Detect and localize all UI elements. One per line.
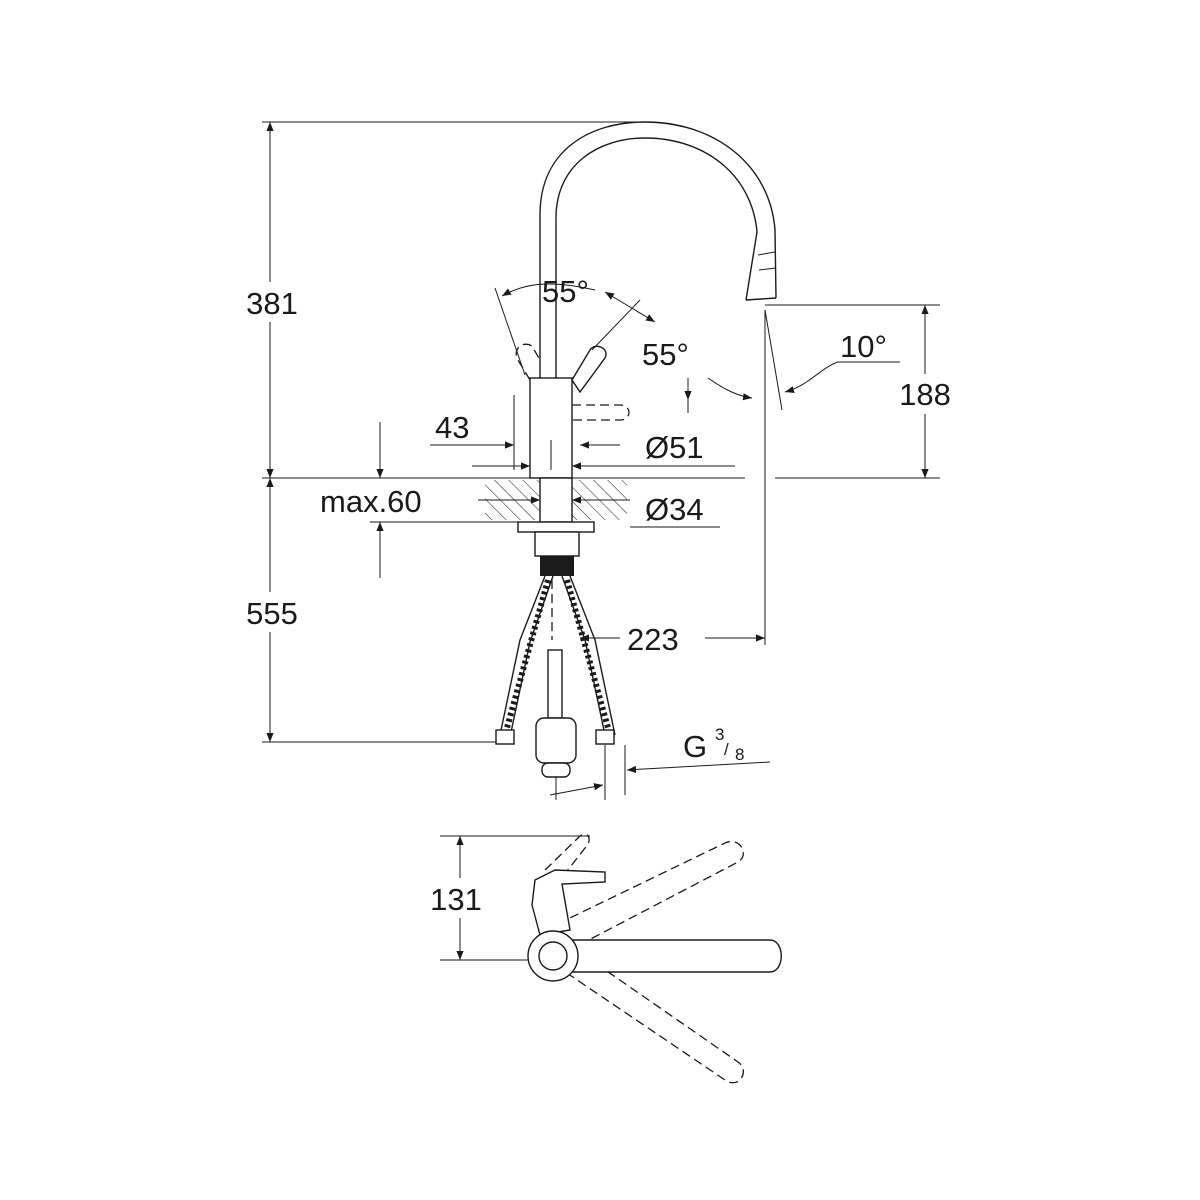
dim-diameter-34: Ø34	[645, 492, 704, 527]
fraction-slash: /	[724, 740, 729, 759]
lever-angle-dims: 55° 55°	[494, 274, 753, 413]
spout	[539, 121, 777, 378]
dim-43: 43	[435, 410, 469, 445]
underside-fittings: G 3 / 8	[495, 521, 771, 800]
base-dims: 43 Ø51	[430, 395, 735, 470]
dim-223: 223	[627, 622, 679, 657]
dim-angle-55-front: 55°	[542, 274, 589, 309]
dim-diameter-51: Ø51	[645, 430, 704, 465]
dim-381: 381	[246, 286, 298, 321]
reach-dimension: 223	[580, 622, 765, 657]
dim-angle-55-side: 55°	[642, 337, 689, 372]
height-dimension: 381 555	[235, 122, 305, 742]
dim-188: 188	[899, 377, 951, 412]
dim-connection-den: 8	[735, 745, 744, 764]
top-view: 131	[415, 833, 782, 1084]
dim-max-60: max.60	[320, 484, 422, 519]
dim-angle-10: 10°	[840, 329, 887, 364]
dim-connection-num: 3	[715, 725, 724, 744]
spray-angle-dim: 10° 188	[764, 305, 960, 478]
deck-section: max.60 Ø34	[320, 422, 720, 578]
faucet-body	[515, 343, 630, 479]
dim-connection-g: G	[683, 729, 707, 764]
dim-131: 131	[430, 882, 482, 917]
dim-555: 555	[246, 596, 298, 631]
reference-lines	[262, 121, 940, 743]
